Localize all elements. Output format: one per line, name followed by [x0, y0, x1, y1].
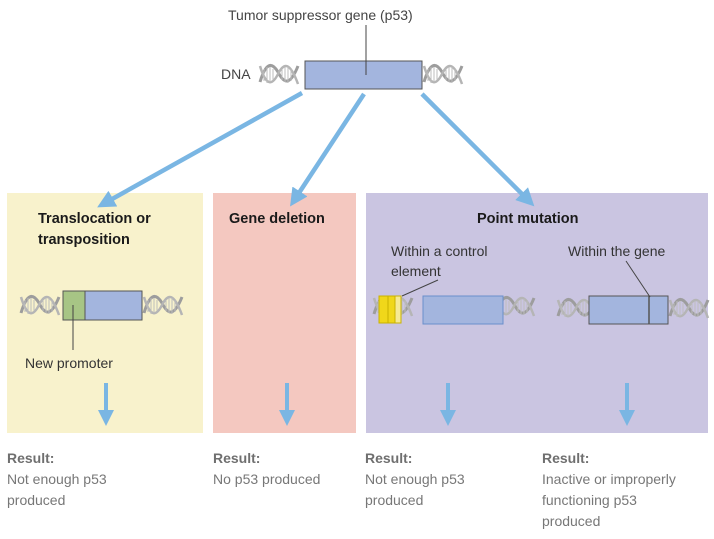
point-mutation-title: Point mutation [477, 211, 579, 227]
control-element-mutation [378, 295, 402, 324]
result-text-line: Not enough p53 [7, 471, 107, 487]
translocation-title: Translocation or transposition [38, 209, 151, 251]
p1-dna-left-helix [19, 294, 61, 317]
result-heading: Result: [542, 450, 590, 466]
result-control-element: Result: Not enough p53 produced [365, 448, 465, 511]
result-translocation: Result: Not enough p53 produced [7, 448, 107, 511]
within-gene-leader [625, 260, 651, 298]
new-promoter-label: New promoter [25, 355, 113, 371]
result-text-line: Not enough p53 [365, 471, 465, 487]
p3b-gene-box [588, 295, 669, 325]
p1-dna-right-helix [142, 294, 184, 317]
result-text-line: functioning p53 [542, 492, 637, 508]
result-heading: Result: [365, 450, 413, 466]
control-element-label-line2: element [391, 263, 441, 279]
result-text-line: Inactive or improperly [542, 471, 676, 487]
arrow-to-translocation [97, 91, 304, 208]
dna-label: DNA [221, 66, 251, 82]
p1-gene-box [84, 290, 143, 321]
result-within-gene: Result: Inactive or improperly functioni… [542, 448, 676, 532]
top-dna-left-helix [258, 63, 300, 86]
p3a-gene-box [422, 295, 504, 325]
arrow-to-gene-deletion [290, 92, 366, 207]
gene-label: Tumor suppressor gene (p53) [228, 7, 413, 23]
top-gene-box [304, 60, 423, 90]
top-dna-right-helix [422, 63, 464, 86]
result-text-line: produced [7, 492, 66, 508]
arrow-to-point-mutation [420, 92, 535, 207]
new-promoter-box [62, 290, 86, 321]
within-gene-label: Within the gene [568, 243, 666, 259]
result-text-line: produced [365, 492, 424, 508]
result-heading: Result: [7, 450, 55, 466]
panel-gene-deletion [213, 193, 356, 433]
result-gene-deletion: Result: No p53 produced [213, 448, 320, 490]
translocation-title-line2: transposition [38, 232, 130, 248]
control-element-leader [401, 279, 439, 297]
result-text-line: produced [542, 513, 601, 529]
control-element-label: Within a control element [391, 241, 487, 281]
result-text-line: No p53 produced [213, 471, 321, 487]
control-element-label-line1: Within a control [391, 243, 488, 259]
result-heading: Result: [213, 450, 261, 466]
p3b-dna-right-helix [668, 297, 710, 320]
gene-deletion-title: Gene deletion [229, 211, 325, 227]
translocation-title-line1: Translocation or [38, 211, 151, 227]
